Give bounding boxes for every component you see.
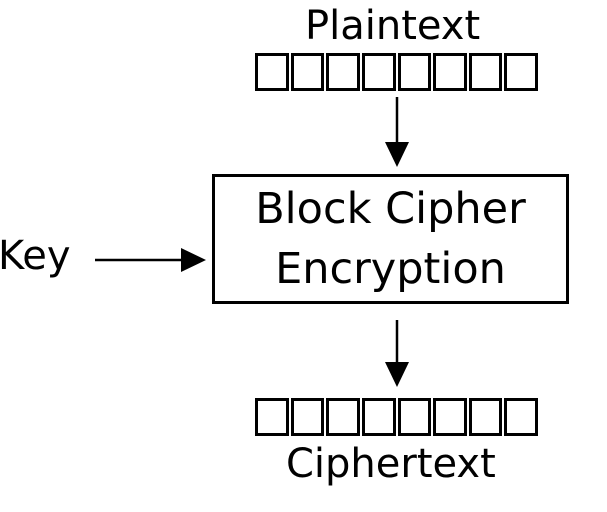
- block-cipher-encryption-box: Block Cipher Encryption: [212, 174, 569, 304]
- key-to-box-arrow-icon: [95, 248, 206, 272]
- plaintext-register: [255, 53, 538, 91]
- block-cell: [504, 53, 538, 91]
- block-cell: [433, 53, 467, 91]
- ciphertext-label: Ciphertext: [286, 441, 496, 487]
- block-cell: [290, 53, 325, 91]
- block-cell: [468, 398, 503, 436]
- block-cell: [361, 53, 396, 91]
- block-cell: [290, 398, 325, 436]
- block-cell: [361, 398, 396, 436]
- block-cell: [326, 398, 360, 436]
- block-cell: [397, 53, 432, 91]
- ciphertext-register: [255, 398, 538, 436]
- block-cell: [504, 398, 538, 436]
- block-box-label-line1: Block Cipher: [255, 184, 526, 234]
- block-cell: [255, 398, 289, 436]
- block-cell: [326, 53, 360, 91]
- key-label: Key: [0, 233, 71, 279]
- plaintext-label: Plaintext: [305, 3, 481, 49]
- plaintext-to-box-arrow-icon: [385, 97, 409, 167]
- block-cell: [397, 398, 432, 436]
- block-cell: [255, 53, 289, 91]
- box-to-ciphertext-arrow-icon: [385, 320, 409, 387]
- block-cell: [468, 53, 503, 91]
- block-box-label-line2: Encryption: [275, 244, 506, 294]
- block-cell: [433, 398, 467, 436]
